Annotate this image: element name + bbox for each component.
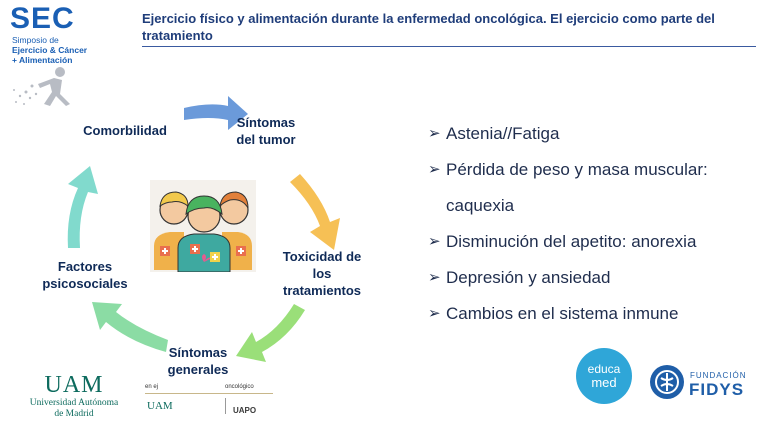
patients-illustration — [150, 180, 256, 272]
toxicity-line-2: los — [312, 266, 332, 281]
arrow-psycho-to-comorbidity — [67, 166, 98, 248]
cycle-label-general: Síntomas generales — [150, 344, 246, 378]
logo-line-3: + Alimentación — [12, 55, 73, 65]
partner-strip: en ej oncológico UAM UAPO — [145, 384, 273, 420]
list-item: ➢ Disminución del apetito: anorexia — [428, 232, 758, 252]
title-divider — [142, 46, 756, 47]
list-item-continuation: caquexia — [446, 196, 515, 215]
fidys-emblem-icon — [650, 365, 684, 399]
slide-title: Ejercicio físico y alimentación durante … — [142, 11, 715, 43]
arrow-tumor-to-toxicity — [290, 174, 340, 250]
item-text: Astenia//Fatiga — [446, 124, 560, 143]
logo-line-2: Ejercicio & Cáncer — [12, 45, 88, 55]
strip-right-text: oncológico — [225, 384, 254, 390]
symptom-list: ➢ Astenia//Fatiga ➢ Pérdida de peso y ma… — [428, 124, 758, 340]
educamed-logo: educa med — [576, 348, 632, 404]
arrow-comorbidity-to-tumor — [184, 96, 248, 130]
fidys-name: FIDYS — [689, 380, 745, 399]
psycho-line-2: psicosociales — [42, 276, 128, 291]
cycle-label-toxicity: Toxicidad de los tratamientos — [270, 248, 374, 299]
list-item: ➢ Pérdida de peso y masa muscular: — [428, 160, 758, 180]
cycle-label-psycho: Factores psicosociales — [30, 258, 140, 292]
item-text: Pérdida de peso y masa muscular: — [446, 160, 708, 179]
cycle-diagram — [67, 96, 340, 362]
uam-logo: UAM Universidad Autónoma de Madrid — [14, 372, 134, 420]
item-text: Cambios en el sistema inmune — [446, 304, 679, 323]
runner-icon — [13, 67, 70, 106]
arrow-bullet-icon: ➢ — [428, 125, 441, 142]
arrow-bullet-icon: ➢ — [428, 233, 441, 250]
arrow-general-to-psycho — [92, 302, 168, 352]
general-line-2: generales — [167, 362, 229, 377]
arrow-bullet-icon: ➢ — [428, 305, 441, 322]
fidys-small-text: FUNDACIÓN — [690, 371, 747, 380]
general-line-1: Síntomas — [168, 345, 228, 360]
strip-uapo: UAPO — [233, 406, 257, 415]
uam-line-2: de Madrid — [54, 409, 94, 419]
strip-divider — [145, 393, 273, 394]
cycle-label-comorbidity: Comorbilidad — [83, 123, 167, 138]
list-item: ➢ Astenia//Fatiga — [428, 124, 758, 144]
sec-logo: SEC Simposio de Ejercicio & Cáncer + Ali… — [10, 4, 130, 114]
toxicity-line-1: Toxicidad de — [282, 249, 362, 264]
arrow-toxicity-to-general — [236, 304, 305, 362]
tumor-line-2: del tumor — [236, 132, 296, 147]
item-text: Depresión y ansiedad — [446, 268, 611, 287]
uam-line-1: Universidad Autónoma — [29, 398, 119, 408]
cycle-label-tumor: Síntomas del tumor — [226, 114, 306, 148]
toxicity-line-3: tratamientos — [282, 283, 362, 298]
tumor-line-1: Síntomas — [236, 115, 296, 130]
logo-line-1: Simposio de — [12, 35, 59, 45]
strip-uam-mark: UAM — [147, 400, 173, 412]
list-item: ➢ Cambios en el sistema inmune — [428, 304, 758, 324]
educa-line-1: educa — [587, 362, 621, 376]
educa-line-2: med — [591, 375, 617, 390]
strip-left-text: en ej — [145, 384, 159, 390]
strip-separator — [225, 398, 226, 414]
arrow-bullet-icon: ➢ — [428, 269, 441, 286]
list-item: ➢ Depresión y ansiedad — [428, 268, 758, 288]
arrow-bullet-icon: ➢ — [428, 161, 441, 178]
psycho-line-1: Factores — [57, 259, 113, 274]
uam-mark: UAM — [44, 372, 104, 398]
logo-title: SEC — [10, 2, 75, 35]
item-text: Disminución del apetito: anorexia — [446, 232, 697, 251]
